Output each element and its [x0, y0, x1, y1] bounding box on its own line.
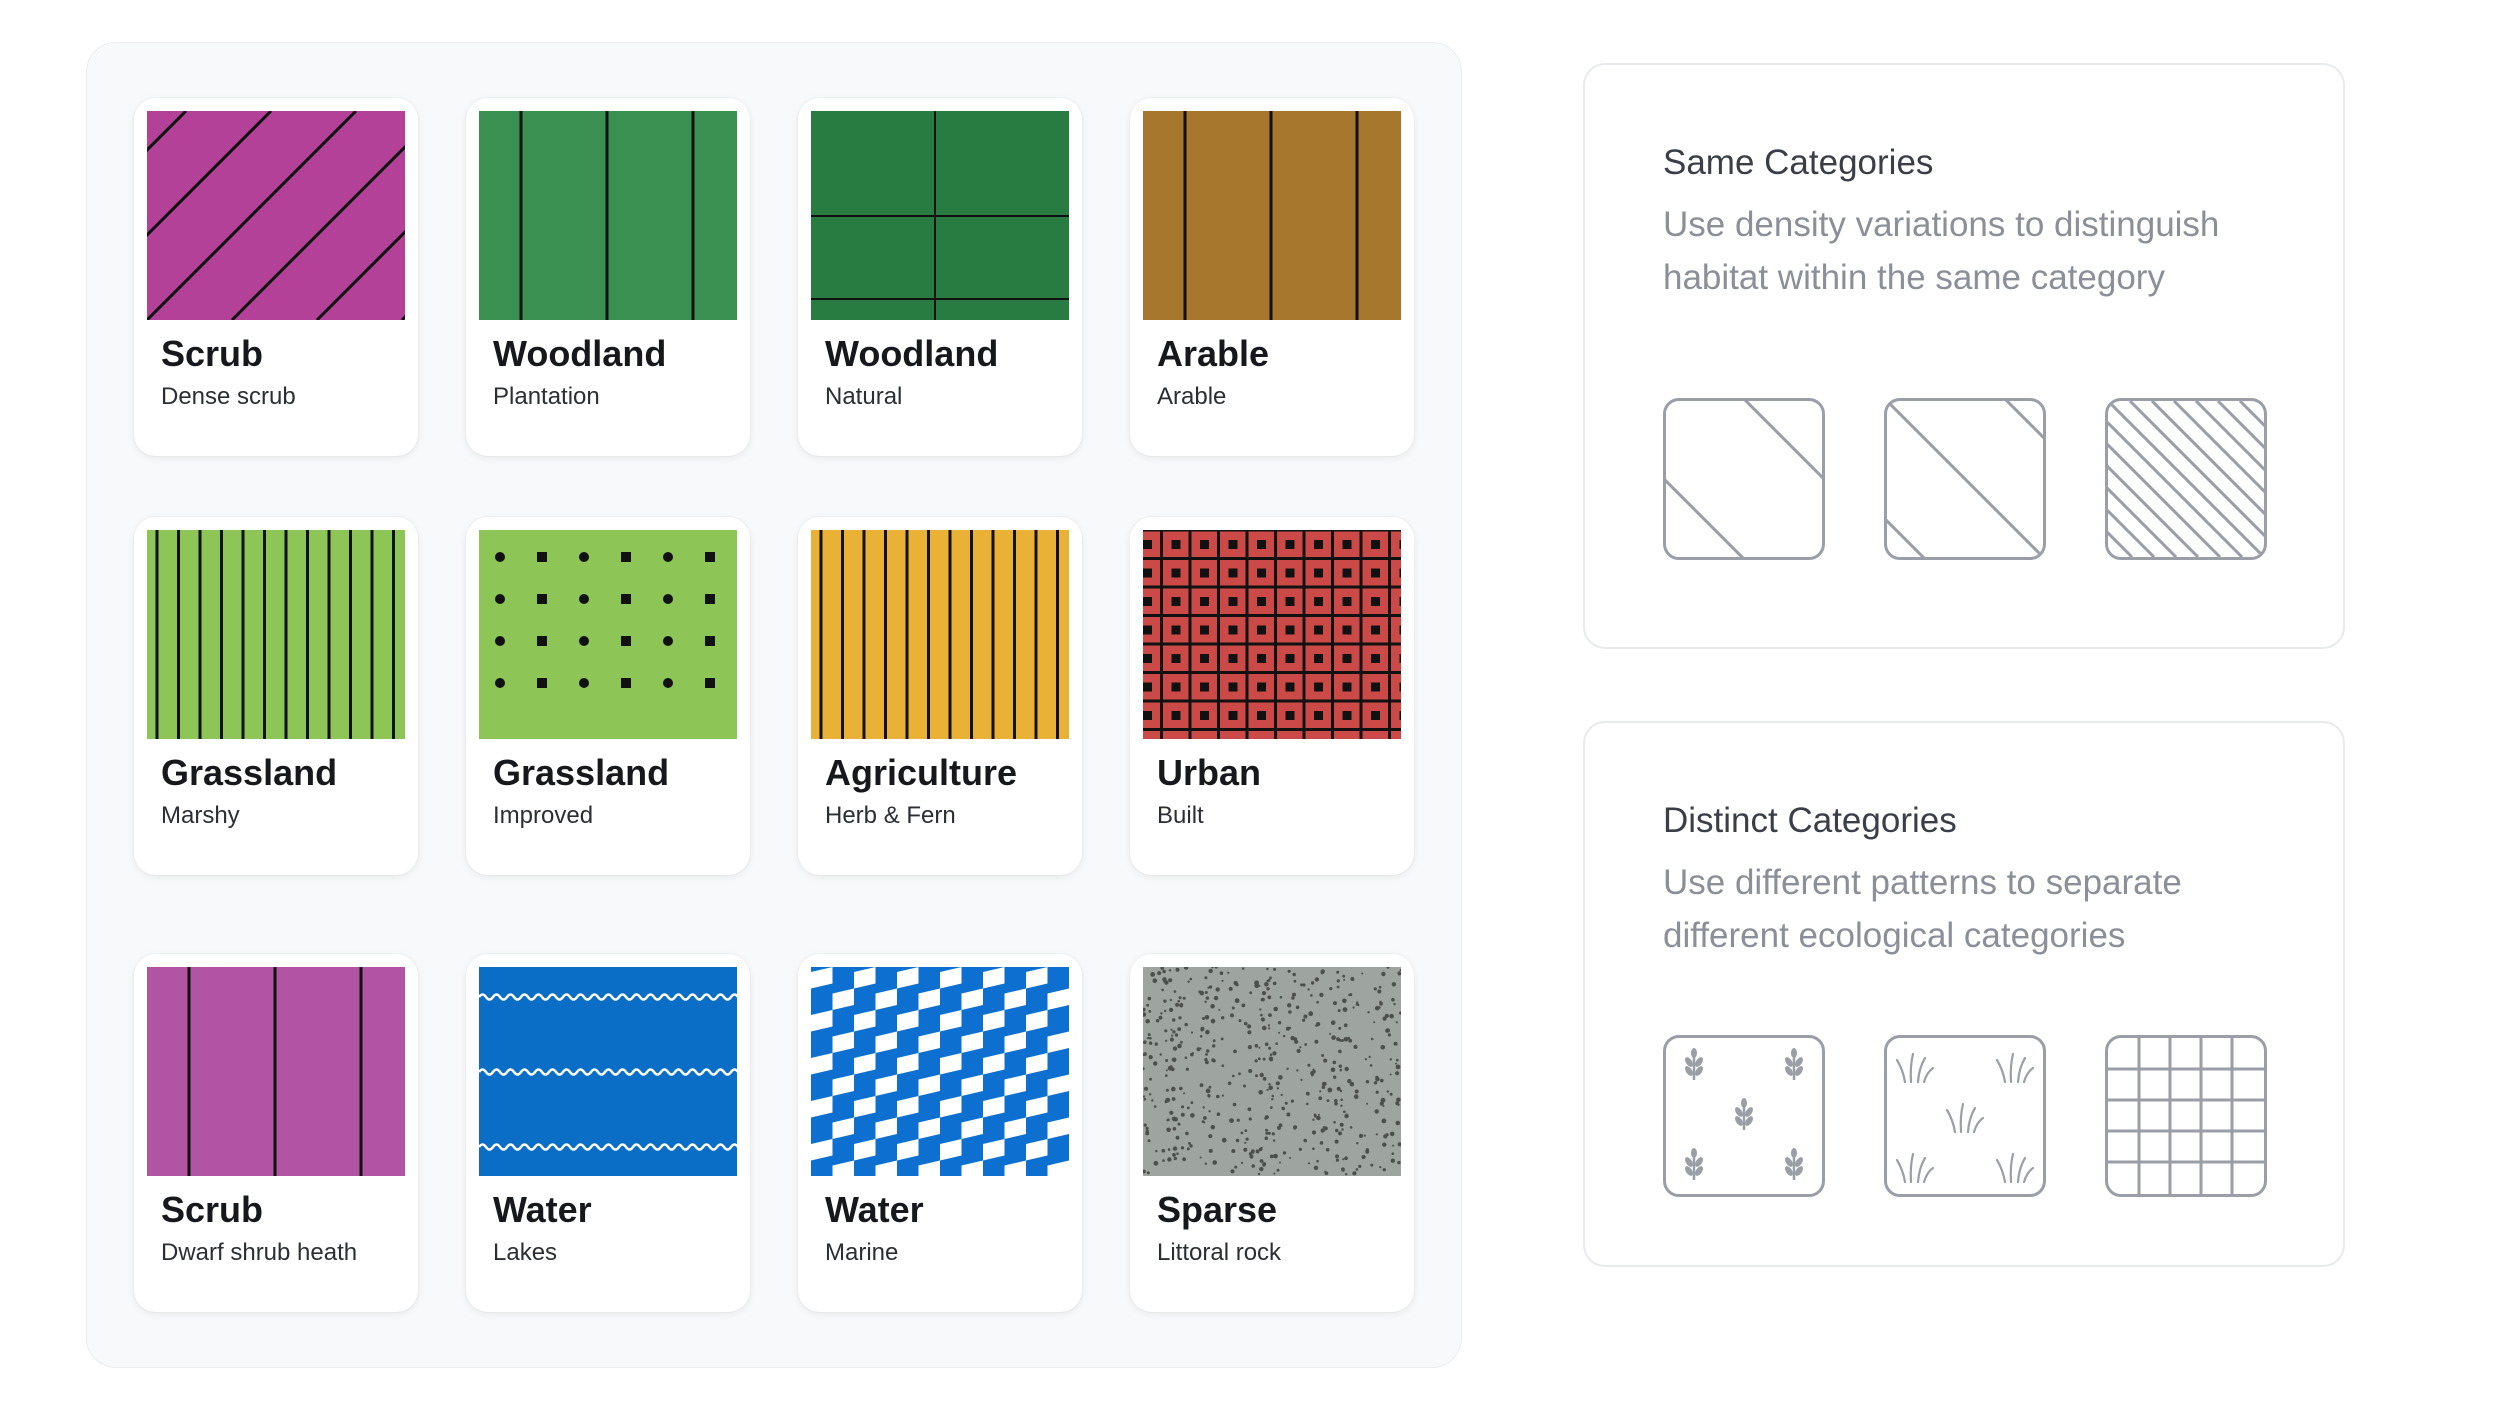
- habitat-subtype: Arable: [1157, 383, 1227, 410]
- distinct-categories-box: Distinct Categories Use different patter…: [1583, 721, 2345, 1267]
- habitat-subtype: Lakes: [493, 1239, 558, 1266]
- habitat-pattern-swatch: [147, 111, 405, 320]
- habitat-pattern-swatch: [811, 111, 1069, 320]
- habitat-pattern-swatch: [1143, 530, 1401, 739]
- same-categories-title: Same Categories: [1663, 143, 1934, 182]
- example-medium-diagonal-swatch: [1884, 398, 2046, 560]
- habitat-pattern-swatch: [479, 967, 737, 1176]
- example-grass-pattern-swatch: [1884, 1035, 2046, 1197]
- example-grid-pattern-swatch: [2105, 1035, 2267, 1197]
- habitat-subtype: Plantation: [493, 383, 600, 410]
- example-sparse-diagonal-swatch: [1663, 398, 1825, 560]
- habitat-category: Agriculture: [825, 752, 1018, 793]
- habitat-subtype: Natural: [825, 383, 903, 410]
- habitat-category: Grassland: [493, 752, 670, 793]
- habitat-pattern-swatch: [147, 967, 405, 1176]
- habitat-pattern-swatch: [479, 111, 737, 320]
- habitat-subtype: Built: [1157, 802, 1204, 829]
- habitat-category: Grassland: [161, 752, 338, 793]
- habitat-category: Woodland: [493, 333, 667, 374]
- habitat-category: Urban: [1157, 752, 1262, 793]
- habitat-subtype: Improved: [493, 802, 594, 829]
- habitat-pattern-swatch: [1143, 967, 1401, 1176]
- habitat-category: Sparse: [1157, 1189, 1278, 1230]
- habitat-subtype: Dwarf shrub heath: [161, 1239, 358, 1266]
- distinct-categories-title: Distinct Categories: [1663, 801, 1957, 840]
- habitat-pattern-swatch: [1143, 111, 1401, 320]
- same-categories-description: Use density variations to distinguish ha…: [1663, 205, 2220, 297]
- habitat-subtype: Herb & Fern: [825, 802, 956, 829]
- habitat-pattern-swatch: [147, 530, 405, 739]
- habitat-pattern-swatch: [479, 530, 737, 739]
- habitat-subtype: Marshy: [161, 802, 240, 829]
- habitat-subtype: Dense scrub: [161, 383, 296, 410]
- habitat-category: Water: [825, 1189, 924, 1230]
- example-sprout-pattern-swatch: [1663, 1035, 1825, 1197]
- habitat-pattern-swatch: [811, 967, 1069, 1176]
- habitat-category: Arable: [1157, 333, 1270, 374]
- habitat-category: Water: [493, 1189, 592, 1230]
- habitat-pattern-swatch: [811, 530, 1069, 739]
- habitat-category: Scrub: [161, 333, 264, 374]
- same-categories-box: Same Categories Use density variations t…: [1583, 63, 2345, 649]
- habitat-subtype: Marine: [825, 1239, 899, 1266]
- habitat-category: Scrub: [161, 1189, 264, 1230]
- habitat-subtype: Littoral rock: [1157, 1239, 1282, 1266]
- distinct-categories-description: Use different patterns to separate diffe…: [1663, 863, 2182, 955]
- example-dense-diagonal-swatch: [2105, 398, 2267, 560]
- habitat-category: Woodland: [825, 333, 999, 374]
